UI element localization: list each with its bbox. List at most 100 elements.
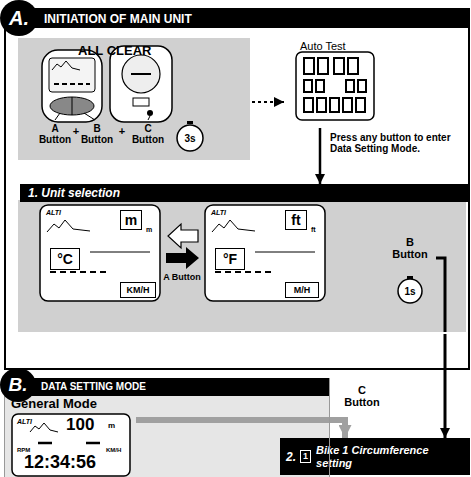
section-badge: A. [0, 0, 38, 36]
node-text: Bike 1 Circumference setting [316, 444, 464, 470]
node-text: °C [57, 251, 73, 267]
node-text: DATA SETTING MODE [5, 378, 329, 396]
node-text: °F [223, 251, 237, 267]
lcd-label: ALTI [211, 209, 226, 216]
lcd-digits: 100 [66, 415, 94, 435]
plus-sign: + [117, 125, 127, 137]
cover-slot [131, 73, 151, 75]
unit-front [42, 50, 102, 122]
lcd-imperial [205, 205, 325, 301]
badge-circle [0, 368, 36, 402]
button-label: C Button [130, 123, 166, 145]
node-text: A. [9, 7, 29, 30]
lcd-segment [346, 80, 354, 92]
battery-cover [122, 55, 160, 93]
node-text: B. [9, 374, 28, 396]
altitude-graph [47, 220, 90, 232]
unit-label: m [146, 226, 152, 233]
node-text: Auto Test [300, 40, 346, 52]
section-panel: INITIATION OF MAIN UNIT ALL CLEAR Auto Tes… [4, 8, 470, 370]
edge-label: C Button [340, 384, 384, 408]
lcd-frame [296, 52, 374, 120]
lcd-metric [40, 205, 160, 301]
lcd-digits: 12:34:56 [24, 452, 96, 473]
node-text: ft [291, 212, 300, 228]
b-button-line [436, 258, 445, 332]
leader-line [148, 116, 150, 120]
lcd-segment [304, 80, 312, 92]
lcd-dash [86, 442, 100, 445]
unit-box: ft [285, 210, 307, 230]
lcd-segment [334, 58, 344, 74]
clock-knob [407, 276, 413, 279]
node-text: KM/H [127, 285, 150, 295]
button-label: B Button [79, 123, 115, 145]
button-label: A Button [37, 123, 73, 145]
lcd-digits [50, 271, 110, 273]
section-badge: B. [0, 368, 36, 402]
lcd-label: ALTI [17, 418, 32, 425]
lcd-segment [358, 80, 366, 92]
altitude-graph [30, 423, 58, 432]
badge-circle [0, 0, 38, 36]
all-clear-panel [18, 38, 250, 160]
auto-test-lcd [296, 52, 374, 120]
lcd-general [12, 414, 130, 476]
lcd-segment [316, 80, 324, 92]
lcd-label: KM/H [106, 447, 121, 453]
unit-selection-panel [18, 200, 466, 332]
panel-ground [18, 200, 466, 332]
altitude-graph [212, 220, 255, 232]
lcd-segment [343, 98, 352, 112]
lcd-segment [304, 58, 314, 74]
solid-arrow [166, 247, 199, 269]
unit-label: ft [311, 226, 316, 233]
lcd-rule [255, 252, 315, 253]
lcd-segment [356, 98, 365, 112]
flow-arrow [319, 128, 322, 184]
flow-arrow [136, 420, 345, 438]
edge-label: Press any button to enter Data Setting M… [330, 132, 464, 154]
lcd-segment [318, 58, 328, 74]
time-label: 3s [177, 133, 203, 144]
unit-box: m [120, 210, 142, 230]
node-text: m [125, 212, 137, 228]
unit-box: °C [50, 248, 80, 270]
unit-screen [49, 58, 95, 92]
plus-sign: + [71, 125, 81, 137]
button-pad [50, 97, 94, 115]
node-text: 2. [286, 450, 296, 464]
lcd-segment [317, 98, 326, 112]
flow-arrow [252, 101, 284, 103]
screen-digits [54, 83, 90, 85]
lcd-digits [215, 271, 275, 273]
setting-box: 2.1Bike 1 Circumference setting [280, 438, 470, 475]
lcd-rule [90, 252, 150, 253]
contact-plate [133, 98, 149, 106]
node-text: ALL CLEAR [78, 43, 151, 58]
screen-graph [52, 61, 80, 70]
node-text: M/H [294, 285, 311, 295]
node-text: 1. Unit selection [20, 184, 468, 202]
unit-box: M/H [285, 282, 319, 298]
unit-box: KM/H [120, 282, 156, 298]
lcd-segment [330, 98, 339, 112]
auto-test-box: Auto Test [284, 40, 424, 128]
node-text: INITIATION OF MAIN UNIT [6, 10, 468, 28]
button-divider [72, 97, 73, 115]
leader-line [55, 113, 60, 120]
edge-label: B Button [388, 236, 432, 260]
lcd-segment [304, 98, 313, 112]
lcd-segment [348, 58, 358, 74]
lcd-dash [38, 442, 52, 445]
clock-icon [398, 279, 422, 303]
leader-line [84, 113, 95, 120]
lcd-label: ALTI [46, 209, 61, 216]
clock-icon [177, 125, 203, 151]
flow-arrow [444, 334, 447, 438]
unit-label: m [108, 421, 115, 430]
hollow-arrow [168, 224, 198, 248]
clock-knob [187, 121, 193, 124]
